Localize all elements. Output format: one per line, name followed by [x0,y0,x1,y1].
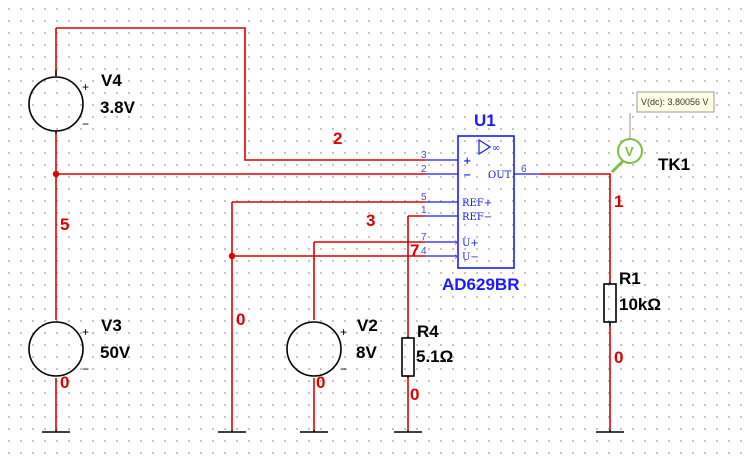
pin-number: 3 [421,150,427,161]
net-labels: 2 5 3 1 7 0 0 0 0 0 [60,129,623,404]
v2-name: V2 [357,316,378,335]
net-label-7: 7 [410,241,419,260]
v4-value: 3.8V [100,98,136,117]
minus-sign: − [82,117,89,131]
pin-number: 1 [421,205,427,216]
net-label-2: 2 [333,129,342,148]
net-label-3: 3 [366,211,375,230]
v3-name: V3 [101,316,122,335]
net-label-0: 0 [614,348,623,367]
probe-name: TK1 [658,155,690,174]
minus-sign: − [340,362,347,376]
pin-number: 2 [421,164,427,175]
wire-net-1[interactable] [540,173,611,282]
voltage-source-v3[interactable]: + − V3 50V [28,316,131,377]
pin-name-plus: + [463,156,471,167]
ground-icon [596,430,624,433]
v3-value: 50V [100,343,131,362]
net-label-0: 0 [316,373,325,392]
pin-name-out: OUT [488,170,512,181]
r4-name: R4 [417,322,439,341]
net-label-1: 1 [614,192,623,211]
probe-lead [610,158,626,174]
probe-reading: V(dc): 3.80056 V [641,97,709,107]
source-circle-icon [28,76,84,132]
plus-sign: + [340,325,347,339]
ground-icon [42,430,70,433]
source-circle-icon [286,321,342,377]
wires [55,27,611,430]
resistor-body-icon [603,283,617,323]
pin-number: 7 [421,232,427,243]
pin-marker-icon: × [454,252,460,263]
ic-u1-ad629br[interactable]: ∞ 3 2 5 1 7 4 6 + − REF+ REF− U+ U− OUT … [421,111,540,294]
ground-symbols [42,430,624,433]
voltmeter-symbol: V [625,144,634,159]
plus-sign: + [82,80,89,94]
r4-value: 5.1Ω [416,347,453,366]
r1-value: 10kΩ [619,295,661,314]
u1-name: U1 [474,111,496,130]
source-circle-icon [28,321,84,377]
r1-name: R1 [619,269,641,288]
v4-name: V4 [101,71,122,90]
pin-name-minus: − [463,170,471,181]
pin-number: 6 [521,164,527,175]
voltage-probe-tk1[interactable]: V V(dc): 3.80056 V TK1 [610,91,715,174]
pin-name-ref-plus: REF+ [462,198,492,209]
u1-part: AD629BR [442,275,519,294]
opamp-triangle-icon [478,138,492,156]
voltage-source-v2[interactable]: + − V2 8V [286,316,378,377]
probe-reading-box [636,91,715,113]
plus-sign: + [82,325,89,339]
pin-name-u-minus: U− [462,252,479,263]
ground-icon [394,430,422,433]
pin-name-ref-minus: REF− [462,212,492,223]
v2-value: 8V [356,343,377,362]
pin-number: 4 [421,246,427,257]
net-label-0: 0 [236,310,245,329]
ic-body [457,135,515,269]
net-label-0: 0 [410,385,419,404]
ground-icon [218,430,246,433]
minus-sign: − [82,362,89,376]
ground-icon [300,430,328,433]
resistor-body-icon [401,337,415,377]
resistor-r1[interactable]: R1 10kΩ [603,269,661,326]
net-label-5: 5 [60,215,69,234]
pin-marker-icon: × [454,238,460,249]
pin-number: 5 [421,192,427,203]
junction-dot [228,252,236,260]
infinity-symbol: ∞ [492,143,500,154]
pin-name-u-plus: U+ [462,238,479,249]
wire-net-2[interactable] [56,27,425,161]
junction-dot [52,170,60,178]
resistor-r4[interactable]: R4 5.1Ω [401,322,453,378]
voltage-source-v4[interactable]: + − V4 3.8V [28,70,136,134]
net-label-0: 0 [60,373,69,392]
